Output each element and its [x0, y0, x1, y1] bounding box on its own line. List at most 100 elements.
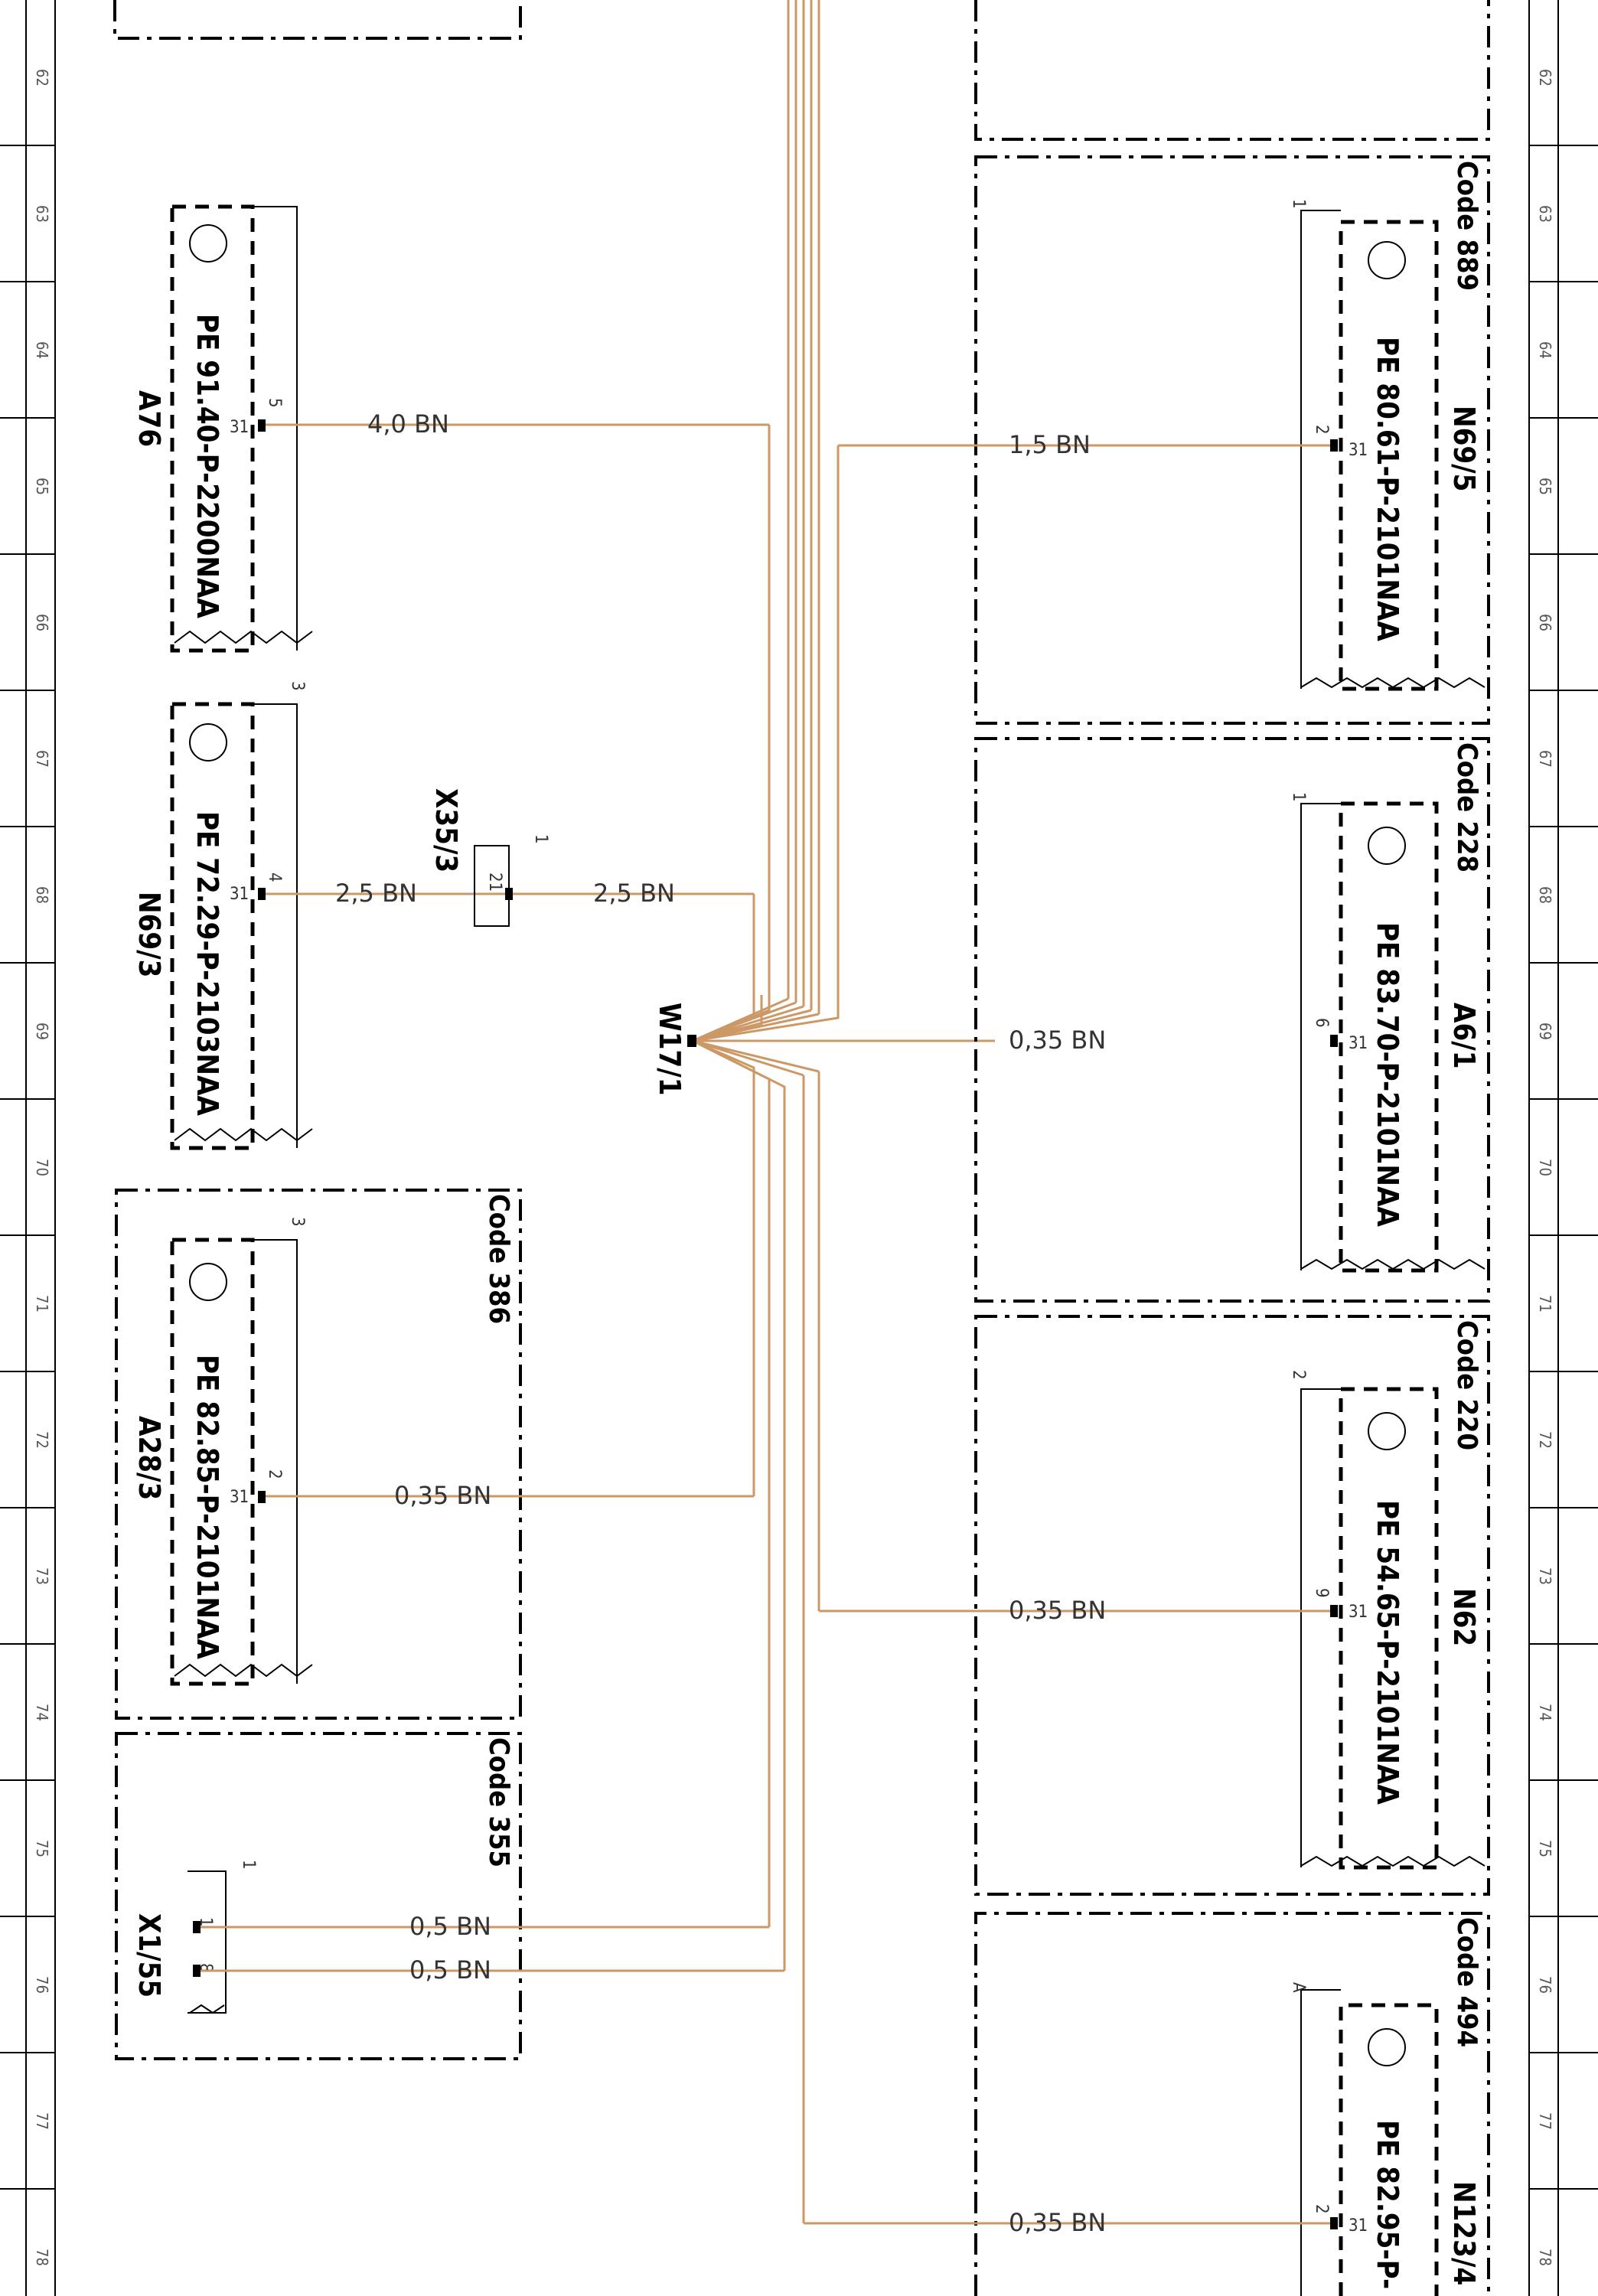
- n69-3-wire: 2,5 BN: [335, 879, 417, 908]
- svg-text:1: 1: [196, 1917, 215, 1927]
- ruler-left: [25, 0, 56, 2296]
- ruler-right-number: 74: [1536, 1704, 1554, 1721]
- ruler-right-number: 65: [1536, 478, 1554, 495]
- n123-4-label: N123/4: [1447, 2181, 1481, 2285]
- ruler-left-number: 76: [33, 1976, 51, 1994]
- ruler-left-number: 75: [33, 1840, 51, 1857]
- n69-3-part: PE 72.29-P-2103NAA: [191, 811, 224, 1116]
- svg-text:31: 31: [1349, 441, 1368, 460]
- svg-text:31: 31: [230, 1488, 249, 1507]
- a76-part: PE 91.40-P-2200NAA: [191, 314, 224, 618]
- ruler-right-number: 71: [1536, 1295, 1554, 1313]
- component-n123-4: Code 494 A PE 82.95-P- N123/4 2 31 0,35 …: [804, 1912, 1490, 2296]
- svg-text:1: 1: [239, 1860, 258, 1870]
- ruler-right-number: 62: [1536, 69, 1554, 86]
- svg-text:3: 3: [288, 1217, 307, 1227]
- ruler-right-number: 69: [1536, 1022, 1554, 1040]
- ruler-left-number: 62: [33, 69, 51, 86]
- svg-text:4: 4: [265, 872, 284, 882]
- svg-text:2: 2: [265, 1469, 284, 1479]
- ruler-right-number: 64: [1536, 341, 1554, 359]
- ruler-right: [1528, 0, 1559, 2296]
- a76-box: [170, 204, 255, 653]
- a28-3-label: A28/3: [132, 1416, 166, 1500]
- code-494: Code 494: [1451, 1917, 1482, 2047]
- code-386: Code 386: [483, 1194, 514, 1324]
- ruler-right-number: 68: [1536, 886, 1554, 904]
- a28-3-wire: 0,35 BN: [394, 1481, 491, 1510]
- x1-55-wire2: 0,5 BN: [409, 1955, 491, 1985]
- svg-text:1: 1: [1289, 199, 1308, 209]
- ruler-left-number: 78: [33, 2249, 51, 2266]
- ruler-left-number: 71: [33, 1295, 51, 1313]
- n69-5-wire: 1,5 BN: [1009, 430, 1091, 459]
- svg-text:6: 6: [1312, 1018, 1331, 1028]
- ruler-left-number: 67: [33, 750, 51, 768]
- svg-text:A: A: [1289, 1982, 1308, 1993]
- ruler-left-number: 70: [33, 1159, 51, 1176]
- a28-3-part: PE 82.85-P-2101NAA: [191, 1355, 224, 1659]
- splice-label: W17/1: [653, 1003, 686, 1096]
- ruler-right-number: 72: [1536, 1431, 1554, 1449]
- ruler-right-number: 77: [1536, 2112, 1554, 2130]
- component-x1-55: Code 355 1 1 8 X1/55 0,5 BN 0,5 BN: [115, 1732, 784, 2060]
- x35-3-label: X35/3: [429, 788, 463, 872]
- a76-wire: 4,0 BN: [367, 409, 449, 439]
- n123-4-part: PE 82.95-P-: [1371, 2120, 1404, 2289]
- n123-4-wire: 0,35 BN: [1009, 2208, 1106, 2237]
- a6-1-label: A6/1: [1447, 1003, 1481, 1069]
- n69-3-wire2: 2,5 BN: [593, 879, 675, 908]
- ruler-left-number: 68: [33, 886, 51, 904]
- trunk-wires: [787, 0, 820, 1014]
- code-220: Code 220: [1451, 1320, 1482, 1450]
- svg-text:2: 2: [1312, 2204, 1331, 2214]
- code-355: Code 355: [483, 1737, 514, 1867]
- x1-55-label: X1/55: [132, 1913, 166, 1998]
- ruler-left-number: 69: [33, 1022, 51, 1040]
- n69-3-label: N69/3: [132, 892, 166, 977]
- a6-1-part: PE 83.70-P-2101NAA: [1371, 922, 1404, 1227]
- svg-text:3: 3: [288, 681, 307, 691]
- a76-pin: 5: [265, 398, 284, 408]
- svg-text:21: 21: [485, 872, 504, 892]
- svg-text:1: 1: [1289, 792, 1308, 802]
- ruler-right-number: 76: [1536, 1976, 1554, 1994]
- svg-text:31: 31: [1349, 1034, 1368, 1053]
- n62-part: PE 54.65-P-2101NAA: [1371, 1500, 1404, 1805]
- ruler-right-number: 75: [1536, 1840, 1554, 1857]
- ruler-left-number: 72: [33, 1431, 51, 1449]
- splice-fan: [692, 425, 995, 2223]
- ruler-left-number: 64: [33, 341, 51, 359]
- ruler-right-number: 70: [1536, 1159, 1554, 1176]
- ruler-right-number: 66: [1536, 614, 1554, 631]
- n69-5-label: N69/5: [1447, 406, 1481, 491]
- ruler-right-number: 78: [1536, 2249, 1554, 2266]
- ruler-right-number: 63: [1536, 205, 1554, 223]
- top-right-box: [974, 0, 1490, 141]
- n62-label: N62: [1447, 1588, 1481, 1646]
- component-a76: PE 91.40-P-2200NAA A76 5 31 4,0 BN: [132, 204, 769, 653]
- n69-5-part: PE 80.61-P-2101NAA: [1371, 337, 1404, 641]
- ruler-left-number: 74: [33, 1704, 51, 1721]
- ruler-left-number: 65: [33, 478, 51, 495]
- svg-text:2: 2: [1312, 425, 1331, 435]
- component-a6-1: Code 228 1 PE 83.70-P-2101NAA A6/1 6 31 …: [974, 737, 1490, 1303]
- n62-wire: 0,35 BN: [1009, 1596, 1106, 1625]
- splice-point: [687, 1035, 696, 1047]
- a6-1-wire: 0,35 BN: [1009, 1026, 1106, 1055]
- component-n62: Code 220 2 PE 54.65-P-2101NAA N62 9 31 0…: [819, 1315, 1490, 1896]
- ruler-right-number: 73: [1536, 1567, 1554, 1585]
- component-n69-3: 3 PE 72.29-P-2103NAA N69/3 4 31 2,5 BN 1…: [132, 681, 754, 1150]
- ruler-right-number: 67: [1536, 750, 1554, 768]
- ruler-left-number: 66: [33, 614, 51, 631]
- svg-text:1: 1: [531, 834, 550, 844]
- svg-text:31: 31: [1349, 2216, 1368, 2236]
- svg-text:9: 9: [1312, 1588, 1331, 1598]
- ruler-left-number: 77: [33, 2112, 51, 2130]
- code-889: Code 889: [1451, 161, 1482, 291]
- x1-55-wire1: 0,5 BN: [409, 1912, 491, 1941]
- svg-text:31: 31: [1349, 1603, 1368, 1622]
- top-left-box: [113, 0, 522, 40]
- ruler-left-number: 73: [33, 1567, 51, 1585]
